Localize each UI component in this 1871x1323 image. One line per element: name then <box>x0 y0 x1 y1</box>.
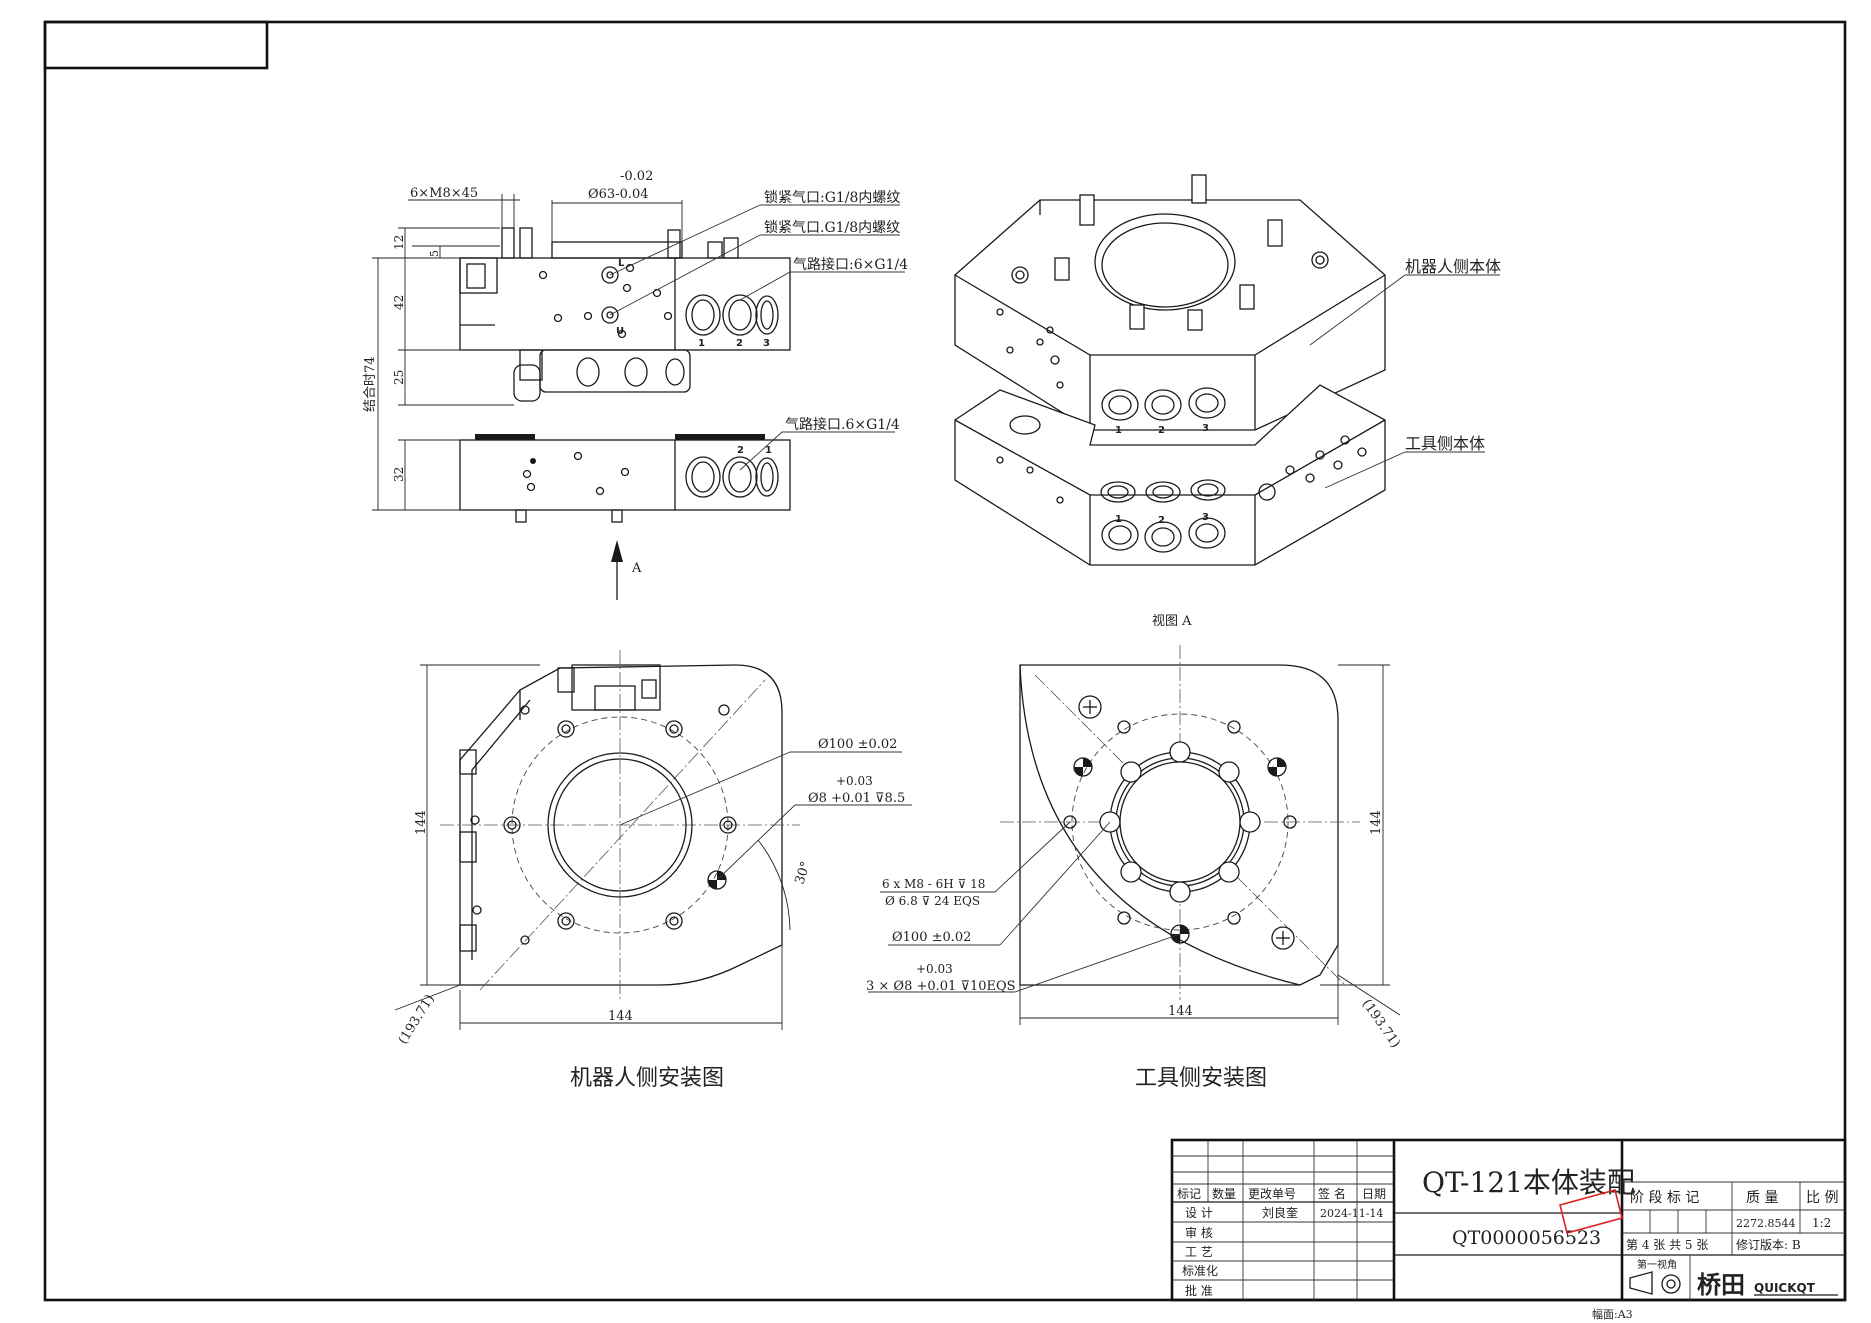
tool-mount-view: 144 144 (193.71) 6 x M8 - 6H ⊽ 18 Ø 6.8 … <box>866 645 1403 1091</box>
tb-designer: 刘良奎 <box>1262 1205 1298 1220</box>
side-port-1: 1 <box>698 338 705 349</box>
tb-role-standard: 标准化 <box>1182 1264 1218 1278</box>
side-port-2: 2 <box>736 338 743 349</box>
tb-header-date: 日期 <box>1362 1187 1386 1201</box>
tb-drawing-number: QT0000056523 <box>1452 1227 1601 1249</box>
tool-dim-dia100: Ø100 ±0.02 <box>892 930 971 945</box>
callout-air-port-bottom: 气路接口.6×G1/4 <box>785 416 900 433</box>
robot-mount-title: 机器人侧安装图 <box>570 1066 724 1091</box>
dim-12: 12 <box>392 235 406 250</box>
tb-role-process: 工 艺 <box>1185 1245 1213 1259</box>
iso-tool-body <box>954 384 1386 566</box>
tb-role-design: 设 计 <box>1185 1206 1213 1220</box>
tool-mount-title: 工具侧安装图 <box>1135 1066 1267 1091</box>
tb-header-mark: 标记 <box>1177 1187 1201 1201</box>
tool-port-2: 2 <box>737 445 744 456</box>
drawing-border <box>43 20 1847 1302</box>
robot-dim-plus003: +0.03 <box>836 774 873 788</box>
iso-robot-port-1: 1 <box>1115 425 1122 436</box>
robot-dim-144-h: 144 <box>608 1009 633 1024</box>
side-view: L U 1 2 3 <box>363 169 908 600</box>
iso-tool-port-3: 3 <box>1202 512 1209 523</box>
robot-dim-dia100: Ø100 ±0.02 <box>818 737 897 752</box>
tool-dim-m8-line2: Ø 6.8 ⊽ 24 EQS <box>885 894 980 908</box>
tool-port-1: 1 <box>765 445 772 456</box>
tb-paper-size: 幅面:A3 <box>1592 1308 1633 1321</box>
tb-revision: 修订版本: B <box>1736 1237 1801 1252</box>
tb-brand-cn: 桥田 <box>1697 1271 1745 1299</box>
arrow-a-label: A <box>631 561 642 576</box>
tb-brand-en: QUICKQT <box>1754 1281 1816 1295</box>
side-port-3: 3 <box>763 338 770 349</box>
isometric-view: 1 2 3 1 2 3 <box>954 174 1501 629</box>
callout-robot-side-body: 机器人侧本体 <box>1405 257 1501 276</box>
callout-lock-air-1: 锁紧气口:G1/8内螺纹 <box>764 190 900 206</box>
tb-header-sign: 签 名 <box>1318 1186 1346 1201</box>
tool-dim-144-v: 144 <box>1369 810 1384 835</box>
tool-dim-dia8-3x: 3 × Ø8 +0.01 ⊽10EQS <box>866 979 1016 994</box>
callout-air-port-top: 气路接口:6×G1/4 <box>793 256 908 273</box>
robot-dim-193: (193.71) <box>396 992 438 1047</box>
tb-sheet-info: 第 4 张 共 5 张 <box>1626 1238 1708 1252</box>
tool-body-outline <box>459 439 791 511</box>
dim-32: 32 <box>392 467 406 482</box>
tb-projection: 第一视角 <box>1637 1258 1677 1271</box>
tb-mass-label: 质 量 <box>1746 1190 1778 1206</box>
top-left-label-box <box>43 20 269 70</box>
tb-scale-value: 1:2 <box>1812 1216 1831 1230</box>
tb-role-review: 审 核 <box>1185 1225 1213 1240</box>
tool-center-lobes <box>1099 741 1261 903</box>
view-a-label: 视图 A <box>1152 614 1192 629</box>
callout-tool-side-body: 工具侧本体 <box>1405 434 1485 453</box>
title-block: 标记 数量 更改单号 签 名 日期 设 计 审 核 工 艺 标准化 批 准 刘良… <box>1170 1138 1847 1321</box>
callout-lock-air-2: 锁紧气口.G1/8内螺纹 <box>764 220 900 236</box>
dim-6xm8: 6×M8×45 <box>410 186 478 201</box>
robot-dim-dia8: Ø8 +0.01 ⊽8.5 <box>808 791 905 806</box>
robot-mount-outline <box>459 664 783 986</box>
tb-header-qty: 数量 <box>1212 1186 1236 1201</box>
robot-dim-30deg: 30° <box>793 860 814 887</box>
tb-stage-label: 阶 段 标 记 <box>1630 1190 1699 1206</box>
dim-dia63: Ø63-0.04 <box>588 187 649 202</box>
dim-joint-74: 结合时74 <box>363 356 378 412</box>
iso-tool-port-1: 1 <box>1115 514 1122 525</box>
iso-tool-port-2: 2 <box>1158 515 1165 526</box>
iso-robot-port-3: 3 <box>1202 423 1209 434</box>
tb-header-change: 更改单号 <box>1248 1187 1296 1201</box>
tb-design-date: 2024-11-14 <box>1320 1207 1383 1220</box>
tool-mount-outline <box>1019 664 1339 986</box>
tb-mass-value: 2272.8544 <box>1736 1217 1796 1230</box>
iso-robot-port-2: 2 <box>1158 425 1165 436</box>
dim-5: 5 <box>428 250 441 257</box>
tb-scale-label: 比 例 <box>1806 1190 1838 1206</box>
projection-cone-icon <box>1629 1271 1653 1295</box>
tool-dim-plus003: +0.03 <box>916 962 953 976</box>
projection-circle-icon <box>1661 1274 1681 1294</box>
dim-tol-upper: -0.02 <box>620 169 653 184</box>
tool-dim-193: (193.71) <box>1359 997 1403 1051</box>
tb-role-approve: 批 准 <box>1185 1283 1213 1298</box>
robot-dim-144-v: 144 <box>414 810 429 835</box>
dim-42: 42 <box>392 295 406 310</box>
tb-red-mark <box>1559 1189 1623 1234</box>
tool-dim-m8-line1: 6 x M8 - 6H ⊽ 18 <box>882 877 985 891</box>
robot-mount-view: 144 144 (193.71) Ø100 ±0.02 +0.03 Ø8 +0.… <box>394 650 912 1091</box>
tool-dim-144-h: 144 <box>1168 1004 1193 1019</box>
dim-25: 25 <box>392 370 406 385</box>
port-letter-l: L <box>618 258 625 269</box>
